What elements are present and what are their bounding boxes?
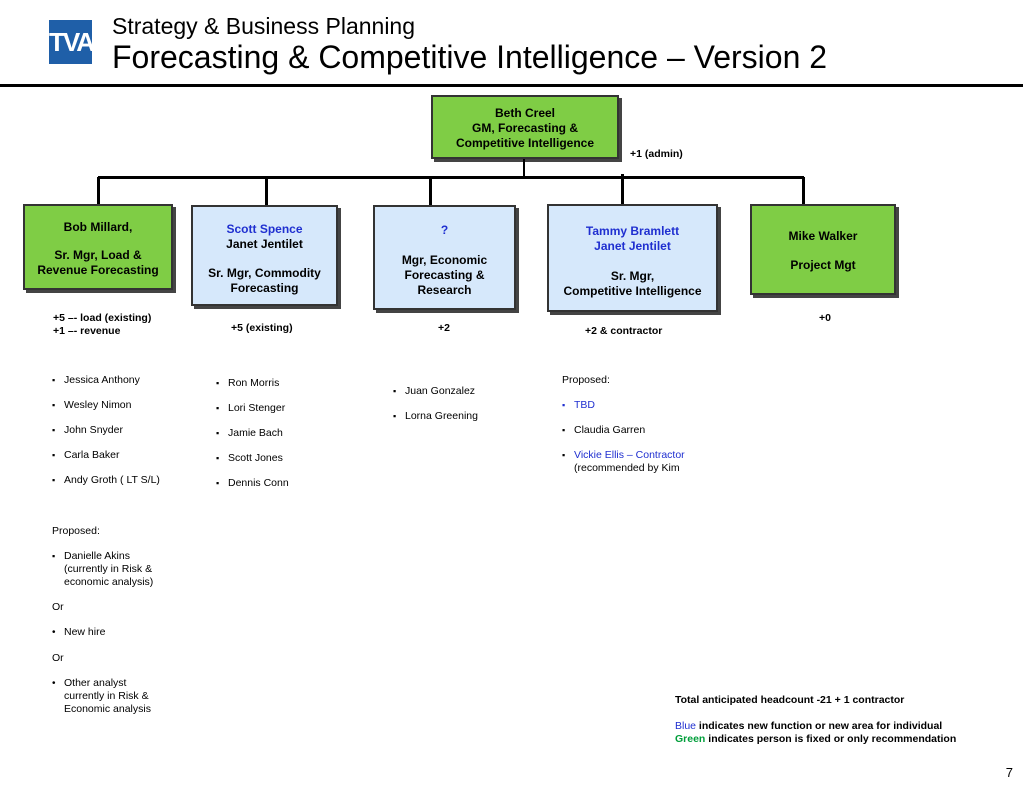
list-item: John Snyder — [52, 424, 202, 437]
count-commodity: +5 (existing) — [231, 322, 293, 334]
section-title: Strategy & Business Planning — [112, 13, 416, 39]
list-item: Danielle Akins (currently in Risk & econ… — [52, 550, 202, 589]
proposed-label-col1: Proposed: — [52, 525, 100, 537]
count-economic: +2 — [438, 322, 450, 334]
connector-drop-1 — [97, 177, 100, 205]
box3-new-name: ? — [440, 223, 449, 237]
org-box-load-revenue: Bob Millard, Sr. Mgr, Load & Revenue For… — [23, 204, 173, 290]
list-item: Claudia Garren — [562, 424, 722, 437]
proposed-list-col4: TBD Claudia Garren Vickie Ellis – Contra… — [562, 399, 722, 487]
connector-drop-5 — [802, 177, 805, 205]
box3-role-line2: Forecasting & — [404, 268, 485, 282]
proposed-note-1: (currently in Risk & — [64, 563, 153, 575]
newhire-list: New hire — [52, 626, 105, 651]
page-number: 7 — [1005, 765, 1013, 780]
admin-note: +1 (admin) — [630, 148, 683, 160]
legend-green: Green indicates person is fixed or only … — [675, 733, 956, 746]
box5-role: Project Mgt — [790, 258, 856, 272]
list-item: Lori Stenger — [216, 402, 356, 415]
gm-role-line2: Competitive Intelligence — [455, 136, 595, 150]
list-item: Scott Jones — [216, 452, 356, 465]
box3-role-line1: Mgr, Economic — [401, 253, 488, 267]
legend-green-text: indicates person is fixed or only recomm… — [705, 733, 957, 745]
box5-name: Mike Walker — [788, 229, 858, 243]
proposed-list-col1: Danielle Akins (currently in Risk & econ… — [52, 550, 202, 589]
count-project: +0 — [819, 312, 831, 324]
header-divider — [0, 84, 1023, 87]
page-title: Forecasting & Competitive Intelligence –… — [112, 39, 828, 75]
legend-blue-text: indicates new function or new area for i… — [696, 720, 943, 732]
tva-logo: TVA — [49, 20, 95, 64]
box2-name: Janet Jentilet — [226, 237, 303, 251]
list-item: New hire — [52, 626, 105, 639]
box4-role-line2: Competitive Intelligence — [563, 284, 702, 298]
logo-text: TVA — [49, 27, 95, 57]
contractor-name: Vickie Ellis – Contractor — [574, 449, 685, 461]
org-box-competitive: Tammy Bramlett Janet Jentilet Sr. Mgr, C… — [547, 204, 718, 312]
box4-new-name1: Tammy Bramlett — [585, 224, 680, 238]
list-item: Other analyst currently in Risk & Econom… — [52, 677, 202, 716]
other-list: Other analyst currently in Risk & Econom… — [52, 677, 202, 728]
total-headcount: Total anticipated headcount -21 + 1 cont… — [675, 694, 905, 706]
count-revenue: +1 –- revenue — [53, 325, 121, 337]
list-item-contractor: Vickie Ellis – Contractor (recommended b… — [562, 449, 722, 475]
or-label-2: Or — [52, 652, 64, 664]
box2-role-line2: Forecasting — [230, 281, 299, 295]
box3-role-line3: Research — [417, 283, 472, 297]
list-item: Dennis Conn — [216, 477, 356, 490]
box2-role-line1: Sr. Mgr, Commodity — [208, 266, 321, 280]
list-item: Jamie Bach — [216, 427, 356, 440]
box4-new-name2: Janet Jentilet — [594, 239, 671, 253]
proposed-label-col4: Proposed: — [562, 374, 610, 386]
other-line3: Economic analysis — [64, 703, 151, 715]
org-box-commodity: Scott Spence Janet Jentilet Sr. Mgr, Com… — [191, 205, 338, 306]
list-item: Ron Morris — [216, 377, 356, 390]
list-item: Wesley Nimon — [52, 399, 202, 412]
staff-list-col1: Jessica Anthony Wesley Nimon John Snyder… — [52, 374, 202, 499]
list-item: Jessica Anthony — [52, 374, 202, 387]
staff-list-col2: Ron Morris Lori Stenger Jamie Bach Scott… — [216, 377, 356, 502]
list-item-tbd: TBD — [562, 399, 722, 412]
or-label-1: Or — [52, 601, 64, 613]
gm-name: Beth Creel — [494, 106, 556, 120]
proposed-note-2: economic analysis) — [64, 576, 154, 588]
connector-vertical-main — [523, 159, 525, 178]
box1-role-line1: Sr. Mgr, Load & — [54, 248, 142, 262]
box4-role-line1: Sr. Mgr, — [610, 269, 655, 283]
staff-list-col3: Juan Gonzalez Lorna Greening — [393, 385, 533, 435]
contractor-note: (recommended by Kim — [574, 462, 680, 474]
other-line1: Other analyst — [64, 677, 127, 689]
connector-horizontal — [98, 176, 804, 179]
connector-drop-2 — [265, 177, 268, 206]
box2-new-name: Scott Spence — [226, 222, 303, 236]
list-item: Juan Gonzalez — [393, 385, 533, 398]
list-item: Andy Groth ( LT S/L) — [52, 474, 202, 487]
count-load: +5 –- load (existing) — [53, 312, 152, 324]
proposed-name: Danielle Akins — [64, 550, 130, 562]
org-box-project: Mike Walker Project Mgt — [750, 204, 896, 295]
connector-drop-4 — [621, 174, 624, 205]
org-box-gm: Beth Creel GM, Forecasting & Competitive… — [431, 95, 619, 159]
box1-role-line2: Revenue Forecasting — [37, 263, 159, 277]
connector-drop-3 — [429, 177, 432, 206]
other-line2: currently in Risk & — [64, 690, 149, 702]
legend-blue: Blue indicates new function or new area … — [675, 720, 942, 733]
list-item: Carla Baker — [52, 449, 202, 462]
box1-name: Bob Millard, — [63, 220, 133, 234]
count-competitive: +2 & contractor — [585, 325, 663, 337]
org-box-economic: ? Mgr, Economic Forecasting & Research — [373, 205, 516, 310]
gm-role-line1: GM, Forecasting & — [471, 121, 578, 135]
legend-green-word: Green — [675, 733, 706, 745]
legend-blue-word: Blue — [675, 720, 697, 732]
list-item: Lorna Greening — [393, 410, 533, 423]
